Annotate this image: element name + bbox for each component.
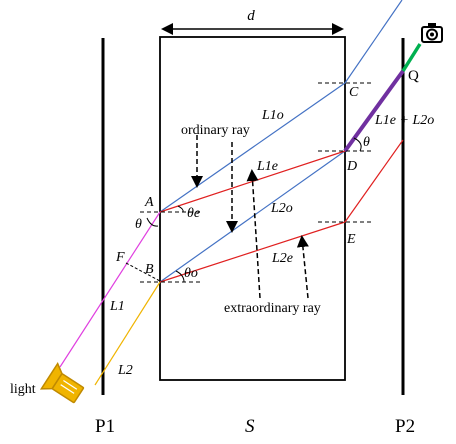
label-l2e: L2e — [271, 251, 293, 266]
angle-arc-a — [146, 217, 159, 227]
label-point-e: E — [346, 232, 356, 247]
camera-beam — [401, 43, 422, 72]
camera-icon — [421, 23, 443, 43]
light-source-icon — [39, 362, 85, 404]
label-point-b: B — [145, 262, 154, 277]
ray-l2e — [159, 221, 346, 283]
label-extraordinary-ray: extraordinary ray — [224, 301, 321, 316]
label-theta-a: θ — [135, 217, 142, 232]
label-p1: P1 — [95, 416, 115, 437]
sample-crystal — [159, 36, 346, 381]
label-point-c: C — [349, 85, 359, 100]
label-light: light — [10, 382, 36, 397]
incident-ray-l1 — [59, 211, 161, 368]
label-ordinary-ray: ordinary ray — [181, 123, 250, 138]
label-l1: L1 — [109, 299, 125, 314]
ray-l2e-exit — [344, 139, 404, 223]
label-point-d: D — [346, 159, 357, 174]
label-d: d — [247, 8, 255, 24]
incident-ray-l2 — [94, 281, 161, 386]
label-theta-e: θe — [187, 206, 200, 221]
ray-l1o-exit — [344, 0, 403, 84]
angle-arc-theta-e — [177, 205, 184, 213]
label-theta-d: θ — [363, 135, 370, 150]
label-l2o: L2o — [270, 201, 293, 216]
label-combined-beam: L1e + L2o — [374, 113, 434, 128]
label-point-f: F — [115, 250, 125, 265]
label-s: S — [245, 416, 255, 437]
label-p2: P2 — [395, 416, 415, 437]
label-l1o: L1o — [261, 108, 284, 123]
label-l2: L2 — [117, 363, 133, 378]
angle-arc-d — [353, 137, 362, 152]
label-point-q: Q — [408, 68, 419, 84]
label-point-a: A — [144, 195, 154, 210]
ray-l1o — [159, 82, 346, 213]
extraordinary-arrow-2 — [296, 235, 309, 299]
angle-arc-theta-o — [175, 270, 185, 283]
combined-beam — [343, 69, 405, 153]
wavefront-af — [125, 262, 161, 282]
label-theta-o: θo — [184, 266, 198, 281]
label-l1e: L1e — [256, 159, 278, 174]
ray-l2o — [159, 150, 346, 283]
extraordinary-arrow-1 — [246, 169, 261, 299]
